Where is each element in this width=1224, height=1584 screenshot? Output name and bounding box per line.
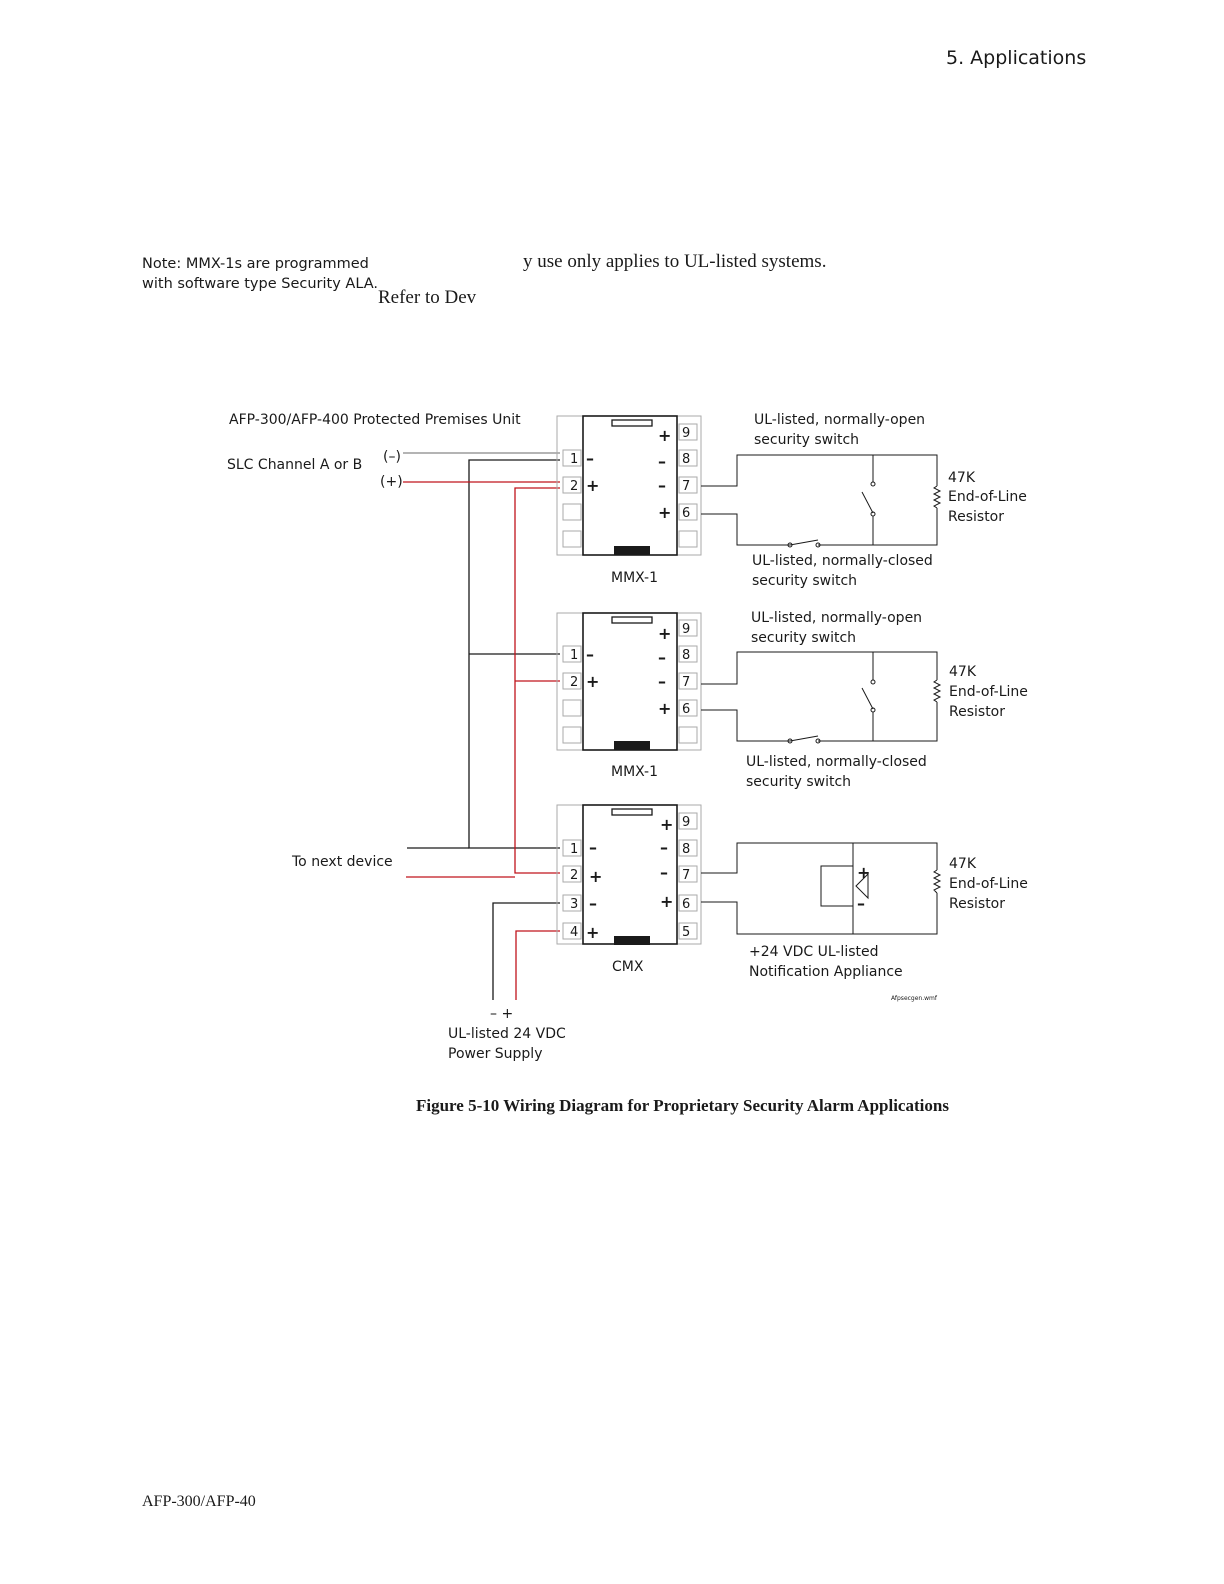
resistor-label-3: Resistor: [949, 896, 1005, 912]
terminal-6: 6: [682, 506, 690, 521]
sign-minus: –: [589, 838, 597, 857]
module-name: MMX-1: [611, 764, 658, 780]
switch-closed-label-1: UL-listed, normally-closed: [752, 553, 933, 569]
notification-circuit: [701, 842, 942, 935]
section-title: 5. Applications: [946, 47, 1087, 69]
body-text-line-1: y use only applies to UL-listed systems.: [523, 251, 827, 272]
terminal-2: 2: [570, 479, 578, 494]
terminal-1: 1: [570, 452, 578, 467]
figure-caption: Figure 5-10 Wiring Diagram for Proprieta…: [416, 1096, 949, 1115]
slc-minus-label: (–): [383, 449, 401, 465]
terminal-1: 1: [570, 842, 578, 857]
sign-plus: +: [660, 892, 673, 911]
appliance-label-2: Notification Appliance: [749, 964, 903, 980]
terminal-9: 9: [682, 622, 690, 637]
terminal-8: 8: [682, 842, 690, 857]
panel-label: AFP-300/AFP-400 Protected Premises Unit: [229, 412, 521, 428]
resistor-label-2: End-of-Line: [948, 489, 1027, 505]
sign-minus: –: [586, 449, 594, 468]
module-name: CMX: [612, 959, 644, 975]
terminal-5: 5: [682, 925, 690, 940]
switch-closed-label-1: UL-listed, normally-closed: [746, 754, 927, 770]
resistor-label-1: 47K: [949, 664, 977, 680]
page-footer: AFP-300/AFP-40: [142, 1493, 256, 1510]
appliance-label-1: +24 VDC UL-listed: [749, 944, 879, 960]
power-supply-label-1: UL-listed 24 VDC: [448, 1026, 566, 1042]
sign-minus: –: [586, 645, 594, 664]
appliance-sign-plus: +: [857, 863, 870, 882]
power-supply-label-2: Power Supply: [448, 1046, 543, 1062]
terminal-6: 6: [682, 897, 690, 912]
switch-open-label-2: security switch: [751, 630, 856, 646]
module-name: MMX-1: [611, 570, 658, 586]
resistor-label-2: End-of-Line: [949, 876, 1028, 892]
resistor-label-1: 47K: [948, 470, 976, 486]
terminal-2: 2: [570, 675, 578, 690]
sign-plus: +: [658, 426, 671, 445]
terminal-8: 8: [682, 452, 690, 467]
sign-minus: –: [658, 452, 666, 471]
side-note-line-1: Note: MMX-1s are programmed: [142, 256, 369, 272]
slc-black-wires: [403, 452, 560, 1000]
sign-minus: –: [589, 894, 597, 913]
sign-plus: +: [658, 624, 671, 643]
terminal-9: 9: [682, 815, 690, 830]
sign-plus: +: [586, 672, 599, 691]
resistor-label-1: 47K: [949, 856, 977, 872]
sign-plus: +: [586, 923, 599, 942]
terminal-1: 1: [570, 648, 578, 663]
security-circuit: [701, 454, 942, 548]
resistor-label-3: Resistor: [949, 704, 1005, 720]
terminal-3: 3: [570, 897, 578, 912]
sign-minus: –: [658, 672, 666, 691]
switch-closed-label-2: security switch: [752, 573, 857, 589]
sign-minus: –: [660, 863, 668, 882]
slc-plus-label: (+): [380, 474, 403, 490]
next-device-label: To next device: [291, 854, 393, 870]
power-supply-signs: – +: [490, 1006, 513, 1022]
side-note-line-2: with software type Security ALA.: [142, 276, 379, 292]
sign-minus: –: [658, 476, 666, 495]
security-circuit: [701, 651, 942, 744]
switch-open-label-1: UL-listed, normally-open: [754, 412, 925, 428]
sign-plus: +: [589, 867, 602, 886]
slc-red-wires: [403, 481, 560, 1000]
sign-plus: +: [658, 503, 671, 522]
switch-open-label-2: security switch: [754, 432, 859, 448]
switch-closed-label-2: security switch: [746, 774, 851, 790]
sign-plus: +: [586, 476, 599, 495]
body-text-line-2: Refer to Dev: [378, 287, 477, 308]
switch-open-label-1: UL-listed, normally-open: [751, 610, 922, 626]
module-cmx: 1 2 3 4 9 8 7 6 5 – + – + + – – + CMX + …: [556, 804, 1028, 980]
terminal-7: 7: [682, 675, 690, 690]
sign-plus: +: [660, 815, 673, 834]
side-note: Note: MMX-1s are programmed with softwar…: [142, 254, 378, 294]
slc-label: SLC Channel A or B: [227, 457, 362, 473]
module-mmx1-a: 1 2 9 8 7 6 – + + – – + MMX-1 UL-listed,…: [556, 412, 1027, 589]
terminal-4: 4: [570, 925, 578, 940]
terminal-9: 9: [682, 426, 690, 441]
sign-plus: +: [658, 699, 671, 718]
resistor-label-3: Resistor: [948, 509, 1004, 525]
sign-minus: –: [658, 648, 666, 667]
terminal-8: 8: [682, 648, 690, 663]
terminal-7: 7: [682, 868, 690, 883]
terminal-6: 6: [682, 702, 690, 717]
file-tag: Afpsecgen.wmf: [891, 995, 938, 1002]
terminal-2: 2: [570, 868, 578, 883]
terminal-7: 7: [682, 479, 690, 494]
module-mmx1-b: 1 2 9 8 7 6 – + + – – + MMX-1 UL-listed,…: [556, 610, 1028, 790]
appliance-sign-minus: –: [857, 894, 865, 913]
sign-minus: –: [660, 838, 668, 857]
resistor-label-2: End-of-Line: [949, 684, 1028, 700]
